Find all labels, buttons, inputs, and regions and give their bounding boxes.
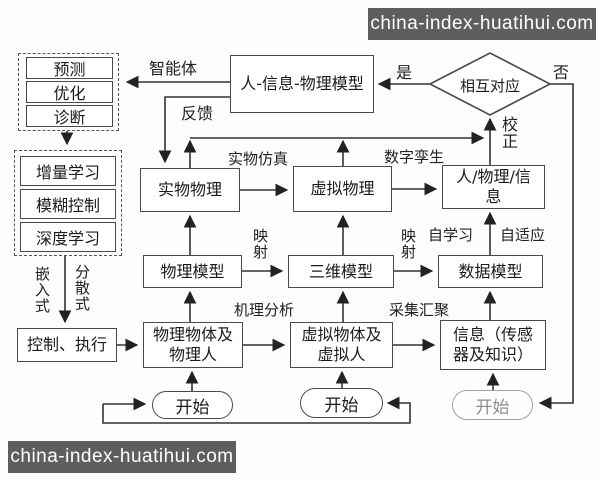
node-info-sensors: 信息（传感器及知识） — [440, 320, 546, 370]
node-deep-learning: 深度学习 — [20, 222, 116, 252]
label-embedded: 嵌入式 — [33, 266, 51, 314]
node-human-physical-info: 人/物理/信息 — [442, 165, 545, 209]
label-agent: 智能体 — [149, 59, 198, 78]
node-virtual-physics: 虚拟物理 — [293, 166, 392, 212]
node-fuzzy-control: 模糊控制 — [20, 189, 116, 219]
watermark-top-text: china-index-huatihui.com — [370, 13, 594, 34]
node-diagnose: 诊断 — [26, 105, 113, 127]
label-physical-simulation: 实物仿真 — [228, 150, 289, 168]
node-physical-objects: 物理物体及物理人 — [143, 322, 243, 368]
decision-label: 相互对应 — [459, 77, 520, 95]
node-physical-entity: 实物物理 — [140, 168, 240, 212]
node-human-info-physical-model: 人-信息-物理模型 — [230, 55, 374, 113]
label-mechanism-analysis: 机理分析 — [234, 301, 295, 319]
node-physical-model: 物理模型 — [143, 255, 242, 288]
node-optimize: 优化 — [26, 81, 113, 103]
node-incremental-learning: 增量学习 — [20, 156, 116, 186]
label-mapping-2: 映射 — [399, 228, 417, 260]
label-yes: 是 — [396, 63, 413, 82]
label-digital-twin: 数字孪生 — [384, 148, 445, 166]
label-feedback: 反馈 — [181, 104, 214, 123]
start-oval-3: 开始 — [452, 390, 533, 420]
start-oval-1: 开始 — [152, 391, 233, 419]
label-self-learning: 自学习 — [428, 226, 474, 244]
label-distributed: 分散式 — [73, 264, 91, 312]
label-collection-aggregation: 采集汇聚 — [389, 301, 450, 319]
start-oval-2: 开始 — [300, 388, 383, 418]
watermark-top: china-index-huatihui.com — [368, 8, 596, 40]
label-no: 否 — [553, 63, 570, 82]
label-mapping-1: 映射 — [251, 228, 269, 260]
decision-diamond — [428, 52, 552, 116]
label-correction: 校正 — [499, 116, 518, 150]
node-data-model: 数据模型 — [438, 255, 543, 288]
learning-method-group — [14, 150, 122, 256]
node-3d-model: 三维模型 — [288, 255, 394, 288]
label-self-adaptive: 自适应 — [500, 226, 546, 244]
node-predict: 预测 — [26, 57, 113, 79]
node-virtual-objects: 虚拟物体及虚拟人 — [290, 322, 393, 368]
watermark-bottom-text: china-index-huatihui.com — [10, 446, 234, 467]
agent-function-group — [18, 53, 119, 131]
watermark-bottom: china-index-huatihui.com — [8, 441, 236, 473]
node-control-execute: 控制、执行 — [17, 328, 117, 362]
